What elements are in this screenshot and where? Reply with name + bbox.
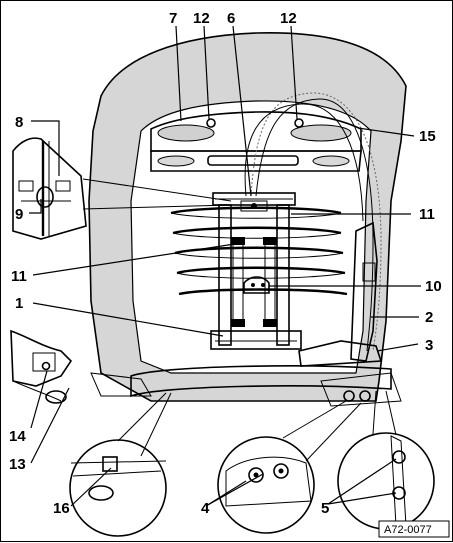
- callout-4: 4: [201, 500, 210, 517]
- callout-11-left: 11: [11, 268, 27, 285]
- left-hinge-detail: [10, 329, 73, 404]
- callout-5: 5: [321, 500, 329, 517]
- callout-1: 1: [15, 295, 23, 312]
- inset-cable-detail: [12, 137, 232, 240]
- callout-7: 7: [169, 10, 177, 27]
- callout-12-left: 12: [193, 10, 210, 27]
- leader-lines: [29, 25, 421, 507]
- callout-12-right: 12: [280, 10, 297, 27]
- callout-8: 8: [15, 114, 23, 131]
- callout-3: 3: [425, 337, 433, 354]
- callout-15: 15: [419, 128, 436, 145]
- lower-cross-tube: [90, 365, 402, 407]
- callout-13: 13: [9, 456, 26, 473]
- callout-11-right: 11: [419, 206, 435, 223]
- callout-14: 14: [9, 428, 26, 445]
- callouts: 7 12 6 12 8 15 9 11 11 10 1 2 3 14 13 16…: [9, 10, 442, 517]
- upper-frame: [150, 111, 362, 172]
- bowden-cables: [244, 92, 382, 352]
- reference-code-box: A72-0077: [378, 520, 450, 538]
- reference-code: A72-0077: [384, 524, 432, 536]
- callout-2: 2: [425, 309, 433, 326]
- callout-6: 6: [227, 10, 235, 27]
- seat-back-cover: [88, 32, 407, 402]
- detail-4: [217, 400, 362, 534]
- lumbar-mechanism: [210, 192, 302, 350]
- callout-10: 10: [425, 278, 442, 295]
- callout-9: 9: [15, 206, 23, 223]
- side-frame-right: [298, 221, 383, 367]
- detail-16: [69, 392, 172, 537]
- callout-16: 16: [53, 500, 70, 517]
